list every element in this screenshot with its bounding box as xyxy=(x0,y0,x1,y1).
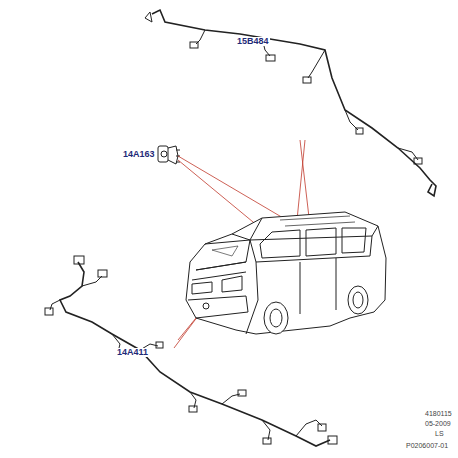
model-code: LS xyxy=(434,430,445,437)
figure-id: P0206007-01 xyxy=(405,442,449,449)
callout-number: 14A163 xyxy=(122,150,156,159)
date-code: 05-2009 xyxy=(424,420,452,427)
callout-number: 14A411 xyxy=(116,348,149,357)
vehicle xyxy=(186,212,386,334)
callout-number: 15B484 xyxy=(236,37,270,46)
rear-harness xyxy=(145,10,436,196)
drawing-number: 4180115 xyxy=(424,410,453,417)
parking-sensor xyxy=(158,146,180,164)
front-harness xyxy=(45,256,337,446)
